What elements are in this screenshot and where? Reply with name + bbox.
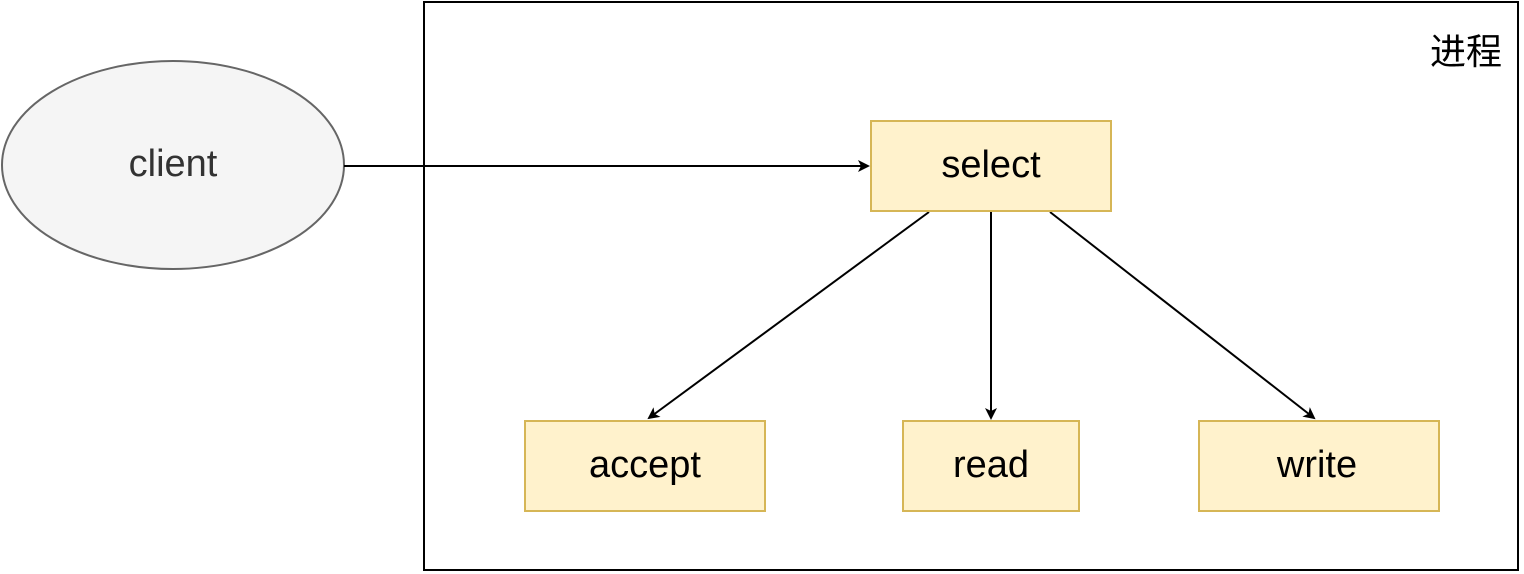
select-box [870,120,1112,212]
edge-select-to-write [1049,211,1316,420]
write-label: write [1276,444,1357,486]
accept-label: accept [589,444,701,486]
select-label: select [941,144,1041,186]
edge-select-to-accept [647,211,930,420]
process-container-label: 进程 [1430,31,1502,72]
read-box [902,420,1080,512]
read-label: read [953,444,1029,486]
write-box [1198,420,1440,512]
accept-box [524,420,766,512]
client-label: client [129,143,218,185]
